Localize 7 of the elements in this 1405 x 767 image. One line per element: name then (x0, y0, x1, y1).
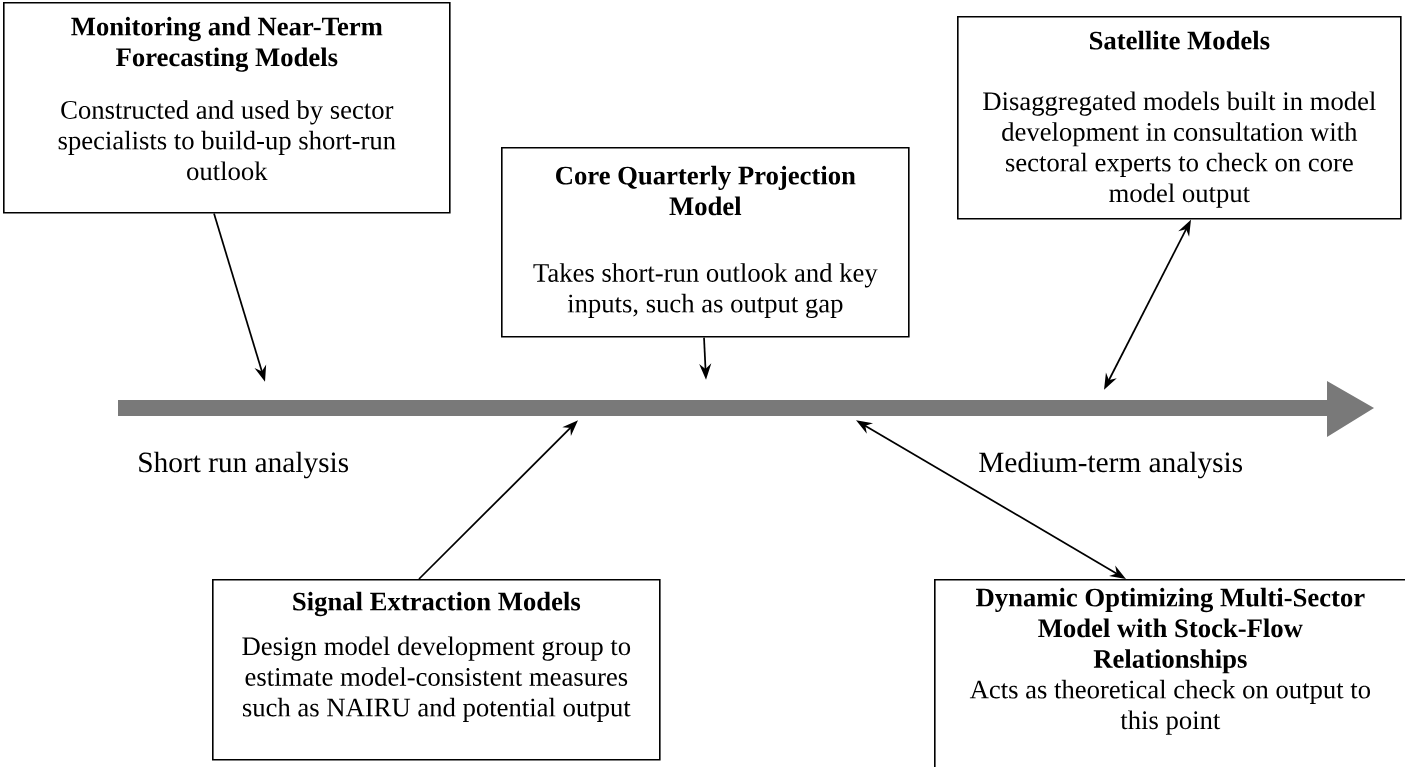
model-box: Signal Extraction Models Design model development group to estimate model-consistent measures such as NAIRU and potential output (212, 579, 661, 761)
model-box: Monitoring and Near-Term Forecasting Models Constructed and used by sector specialists to build-up short-run outlook (3, 2, 451, 214)
timeline-label: Medium-term analysis (979, 451, 1242, 479)
model-box: Satellite Models Disaggregated models built in model development in consultation with sectoral experts to check on core model output (957, 16, 1402, 220)
model-box: Core Quarterly Projection Model Takes short-run outlook and key inputs, such as output gap (501, 147, 910, 338)
model-box: Dynamic Optimizing Multi-Sector Model with Stock-Flow Relationships Acts as theoretical check on output to this point (934, 579, 1405, 767)
timeline-arrow (118, 381, 1374, 437)
